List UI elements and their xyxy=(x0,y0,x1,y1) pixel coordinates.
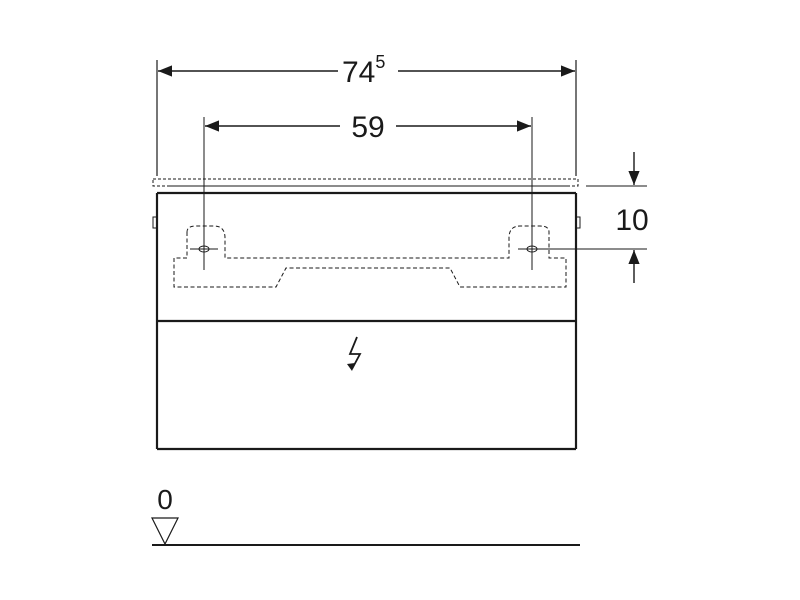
side-bracket-left xyxy=(152,216,158,229)
siphon-cutout-outline xyxy=(173,225,567,288)
hole-spacing-dimension: 59 xyxy=(203,111,533,270)
hole-spacing-label: 59 xyxy=(351,111,384,144)
hole-depth-label: 10 xyxy=(615,204,648,237)
hole-depth-dimension: 10 xyxy=(575,152,649,283)
floor-level-marker: 0 xyxy=(151,484,580,546)
countertop-outline xyxy=(152,178,579,187)
cabinet-body xyxy=(152,185,581,451)
floor-level-triangle-icon xyxy=(151,517,179,546)
floor-level-label: 0 xyxy=(157,484,173,515)
overall-width-superscript: 5 xyxy=(375,52,385,72)
mounting-hole-left xyxy=(190,245,218,253)
overall-width-dimension: 745 xyxy=(156,52,577,176)
lightning-bolt-icon xyxy=(347,336,362,371)
mounting-hole-right xyxy=(518,245,575,253)
overall-width-value: 74 xyxy=(342,56,375,89)
side-bracket-right xyxy=(575,216,581,229)
overall-width-label: 745 xyxy=(342,52,385,89)
